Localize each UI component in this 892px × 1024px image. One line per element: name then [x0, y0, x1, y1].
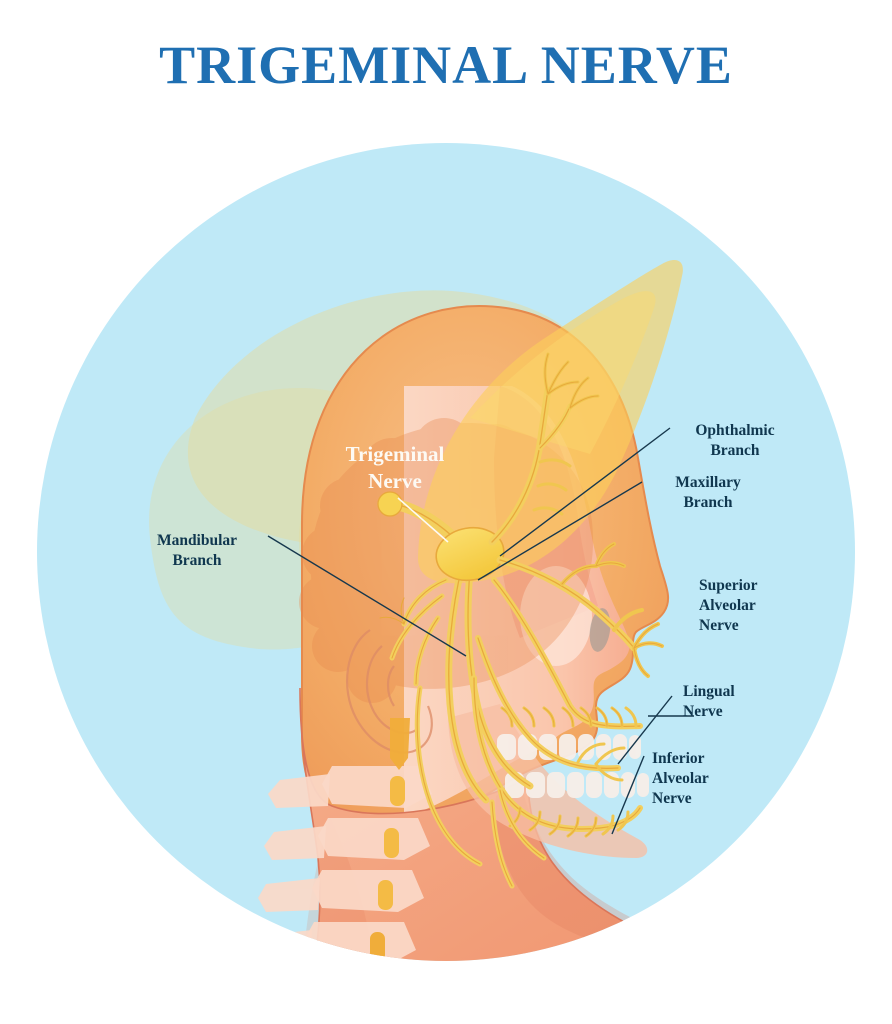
superior-alveolar-nerve: [491, 577, 643, 730]
label-mandibular-branch-line1: Mandibular: [157, 532, 237, 549]
label-inferior-alveolar-nerve-line2: Alveolar: [652, 770, 709, 787]
label-ophthalmic-branch-line2: Branch: [710, 442, 759, 459]
label-trigeminal-nerve: Trigeminal Nerve: [346, 442, 445, 493]
label-inferior-alveolar-nerve: Inferior Alveolar Nerve: [652, 750, 709, 807]
leader-lines: [267, 427, 694, 835]
label-maxillary-branch: Maxillary Branch: [675, 474, 741, 511]
hair: [418, 260, 683, 584]
label-mandibular-branch-line2: Branch: [172, 552, 221, 569]
cervical-vertebrae: [250, 718, 432, 961]
label-ophthalmic-branch-line1: Ophthalmic: [695, 422, 774, 439]
leader-ophthalmic: [499, 427, 671, 557]
label-mandibular-branch: Mandibular Branch: [157, 532, 237, 569]
leader-lingual: [617, 695, 673, 765]
leader-inferior-alveolar: [611, 755, 645, 835]
label-trigeminal-nerve-line1: Trigeminal: [346, 442, 445, 466]
label-ophthalmic-branch: Ophthalmic Branch: [695, 422, 774, 459]
label-superior-alveolar-nerve: Superior Alveolar Nerve: [699, 577, 758, 634]
label-maxillary-branch-line1: Maxillary: [675, 474, 741, 491]
nerve-network: [377, 352, 664, 889]
spinal-cord: [370, 718, 410, 961]
label-superior-alveolar-nerve-line1: Superior: [699, 577, 758, 594]
label-superior-alveolar-nerve-line3: Nerve: [699, 617, 739, 634]
label-inferior-alveolar-nerve-line1: Inferior: [652, 750, 705, 767]
lingual-nerve: [475, 635, 626, 782]
page-title: TRIGEMINAL NERVE: [159, 35, 733, 95]
label-maxillary-branch-line2: Branch: [683, 494, 732, 511]
label-lingual-nerve-line2: Nerve: [683, 703, 723, 720]
maxillary-nerve-branches: [496, 542, 664, 678]
anatomy-figure: Trigeminal Nerve Ophthalmic Branch Maxil…: [0, 118, 892, 1024]
label-inferior-alveolar-nerve-line3: Nerve: [652, 790, 692, 807]
ophthalmic-nerve-branches: [488, 352, 600, 546]
leader-trigeminal: [397, 497, 449, 543]
label-lingual-nerve: Lingual Nerve: [683, 683, 735, 720]
label-superior-alveolar-nerve-line2: Alveolar: [699, 597, 756, 614]
label-trigeminal-nerve-line2: Nerve: [368, 469, 422, 493]
leader-maxillary: [477, 481, 643, 581]
inferior-alveolar-nerve: [471, 675, 643, 889]
label-lingual-nerve-line1: Lingual: [683, 683, 735, 700]
leader-mandibular: [267, 535, 467, 657]
